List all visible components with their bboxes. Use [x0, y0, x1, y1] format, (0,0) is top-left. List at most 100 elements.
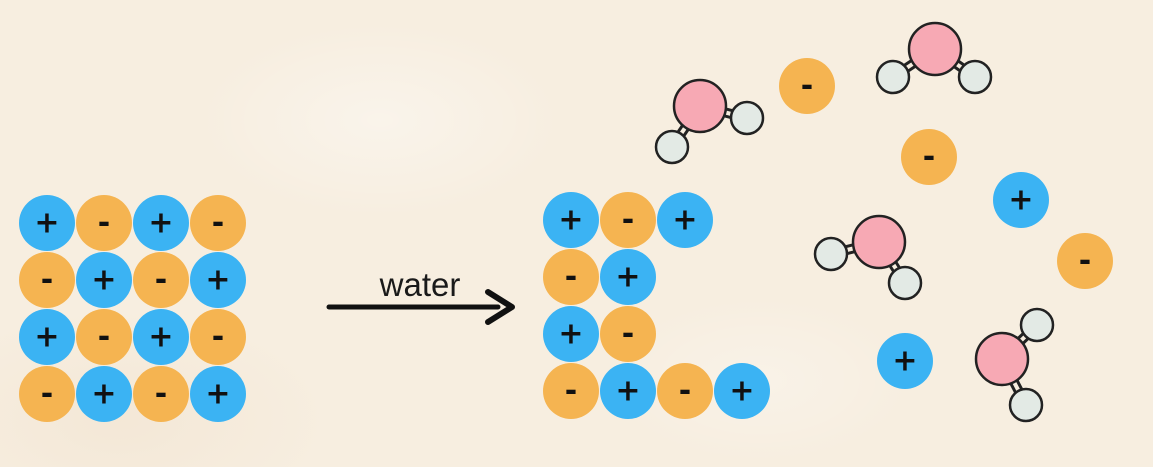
water-molecules [654, 21, 1055, 423]
anion-sign: - [98, 320, 110, 355]
crystal-cation: + [76, 252, 132, 308]
free-ions: - - + - + [779, 58, 1113, 389]
water-molecule-1 [654, 78, 765, 165]
cation-circle [714, 363, 770, 419]
cation-circle [993, 172, 1049, 228]
anion-sign: - [565, 374, 577, 409]
dissolving-cation: + [714, 363, 770, 419]
cation-sign: + [205, 263, 230, 298]
anion-sign: - [212, 206, 224, 241]
crystal-cation: + [133, 309, 189, 365]
oxygen-atom [672, 78, 728, 134]
hydrogen-atom [887, 265, 923, 301]
anion-sign: - [212, 320, 224, 355]
cation-sign: + [91, 263, 116, 298]
cation-circle [19, 195, 75, 251]
anion-circle [19, 366, 75, 422]
dissolving-crystal: +-+-++--+-+ [543, 192, 770, 419]
anion-circle [76, 195, 132, 251]
free-cation: + [877, 333, 933, 389]
crystal-anion: - [190, 309, 246, 365]
dissolving-cation: + [543, 192, 599, 248]
anion-sign: - [622, 203, 634, 238]
anion-circle [779, 58, 835, 114]
crystal-anion: - [133, 252, 189, 308]
hydrogen-atom [813, 236, 849, 272]
anion-sign: - [622, 317, 634, 352]
anion-circle [19, 252, 75, 308]
free-anion: - [901, 129, 957, 185]
dissolving-cation: + [657, 192, 713, 248]
anion-sign: - [1079, 244, 1091, 279]
cation-sign: + [558, 203, 583, 238]
hydrogen-atom [654, 129, 690, 165]
cation-circle [877, 333, 933, 389]
cation-sign: + [148, 206, 173, 241]
crystal-anion: - [19, 366, 75, 422]
cation-circle [19, 309, 75, 365]
cation-circle [657, 192, 713, 248]
anion-sign: - [41, 263, 53, 298]
free-cation: + [993, 172, 1049, 228]
cation-circle [600, 249, 656, 305]
cation-sign: + [615, 260, 640, 295]
cation-circle [76, 366, 132, 422]
dissolving-cation: + [600, 363, 656, 419]
cation-sign: + [34, 320, 59, 355]
crystal-anion: - [76, 309, 132, 365]
hydrogen-atom [957, 59, 993, 95]
cation-sign: + [1008, 183, 1033, 218]
dissolving-cation: + [600, 249, 656, 305]
cation-sign: + [892, 344, 917, 379]
anion-sign: - [155, 377, 167, 412]
cation-circle [190, 366, 246, 422]
crystal-cation: + [190, 252, 246, 308]
free-anion: - [1057, 233, 1113, 289]
anion-sign: - [565, 260, 577, 295]
cation-sign: + [615, 374, 640, 409]
anion-sign: - [801, 69, 813, 104]
oxygen-atom [974, 331, 1030, 387]
water-molecule-3 [813, 214, 923, 301]
ionic-crystal: +-+--+-++-+--+-+ [19, 195, 246, 422]
anion-circle [190, 195, 246, 251]
cation-sign: + [729, 374, 754, 409]
cation-sign: + [672, 203, 697, 238]
anion-circle [657, 363, 713, 419]
cation-circle [190, 252, 246, 308]
anion-sign: - [41, 377, 53, 412]
crystal-anion: - [133, 366, 189, 422]
water-molecule-2 [875, 21, 993, 95]
cation-sign: + [91, 377, 116, 412]
dissolving-anion: - [600, 306, 656, 362]
crystal-anion: - [19, 252, 75, 308]
cation-sign: + [558, 317, 583, 352]
dissolving-anion: - [543, 249, 599, 305]
dissolving-cation: + [543, 306, 599, 362]
anion-circle [600, 306, 656, 362]
hydrogen-atom [729, 100, 765, 136]
dissolving-anion: - [600, 192, 656, 248]
crystal-anion: - [76, 195, 132, 251]
anion-sign: - [155, 263, 167, 298]
anion-circle [543, 363, 599, 419]
free-anion: - [779, 58, 835, 114]
crystal-cation: + [19, 195, 75, 251]
cation-circle [543, 306, 599, 362]
anion-sign: - [923, 140, 935, 175]
anion-circle [133, 366, 189, 422]
anion-circle [543, 249, 599, 305]
arrow-head-icon [485, 289, 515, 325]
anion-circle [133, 252, 189, 308]
cation-circle [133, 195, 189, 251]
crystal-anion: - [190, 195, 246, 251]
hydrogen-atom [875, 59, 911, 95]
cation-circle [76, 252, 132, 308]
hydrogen-atom [1008, 387, 1044, 423]
cation-circle [600, 363, 656, 419]
hydrogen-atom [1019, 307, 1055, 343]
cation-sign: + [205, 377, 230, 412]
cation-sign: + [148, 320, 173, 355]
